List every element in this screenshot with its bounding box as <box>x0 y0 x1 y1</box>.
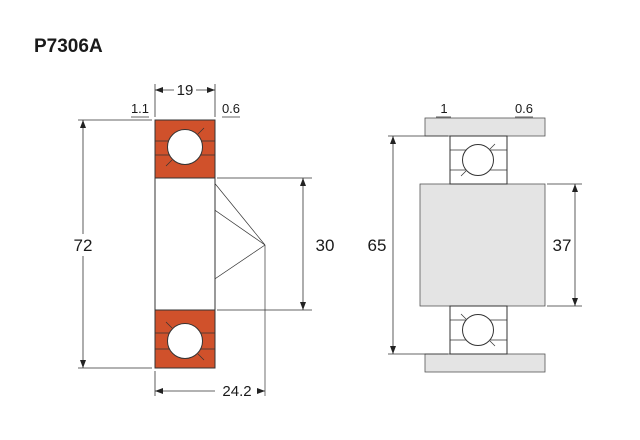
cage-tick <box>197 353 205 361</box>
dimension-outer-diameter: 72 <box>68 119 152 369</box>
cage-tick <box>165 321 173 329</box>
ball-bottom <box>167 323 203 359</box>
mounting-view: 1 0.6 65 37 <box>368 101 582 373</box>
arrowhead-icon <box>80 360 86 368</box>
cage-tick <box>460 313 467 320</box>
shaft-abutment-value: 37 <box>553 236 572 255</box>
width-value: 19 <box>177 82 194 99</box>
arrowhead-icon <box>155 87 163 93</box>
label-mask <box>174 82 196 98</box>
ball-top <box>462 144 494 176</box>
chamfer-outer-value: 1.1 <box>131 101 149 116</box>
housing-top <box>424 117 546 137</box>
chamfer-inner-value: 0.6 <box>222 101 240 116</box>
arrowhead-icon <box>572 298 578 306</box>
part-number: P7306A <box>34 36 103 57</box>
housing-abutment-value: 65 <box>368 236 387 255</box>
chamfer-labels: 1.1 0.6 <box>131 101 240 118</box>
dimension-shaft-abutment: 37 <box>547 183 582 307</box>
housing-bottom <box>424 353 546 373</box>
arrowhead-icon <box>390 136 396 144</box>
arrowhead-icon <box>572 184 578 192</box>
label-mask <box>68 234 98 256</box>
dimension-housing-abutment: 65 <box>368 135 448 355</box>
pressure-center-value: 24.2 <box>222 383 251 400</box>
cage-tick <box>460 170 467 177</box>
bore-diameter-value: 30 <box>316 236 335 255</box>
outer-diameter-value: 72 <box>74 236 93 255</box>
arrowhead-icon <box>300 302 306 310</box>
ball-bottom <box>462 314 494 346</box>
cage-tick <box>165 159 173 167</box>
cage-tick <box>197 127 205 135</box>
label-mask <box>215 383 260 399</box>
fillet-left-value: 1 <box>440 101 447 116</box>
fillet-labels: 1 0.6 <box>436 101 533 118</box>
arrowhead-icon <box>257 388 265 394</box>
arrowhead-icon <box>300 178 306 186</box>
arrowhead-icon <box>80 120 86 128</box>
ball-top <box>167 129 203 165</box>
bearing-section-view: 19 1.1 0.6 72 30 <box>68 82 334 400</box>
arrowhead-icon <box>390 346 396 354</box>
arrowhead-icon <box>155 388 163 394</box>
fillet-right-value: 0.6 <box>515 101 533 116</box>
dimension-bore: 30 <box>217 177 335 311</box>
cage-tick <box>489 143 496 150</box>
cage-tick <box>489 340 496 347</box>
dimension-width: 19 <box>154 82 216 117</box>
dimension-pressure-center: 24.2 <box>154 371 265 400</box>
arrowhead-icon <box>207 87 215 93</box>
shaft <box>419 183 546 307</box>
